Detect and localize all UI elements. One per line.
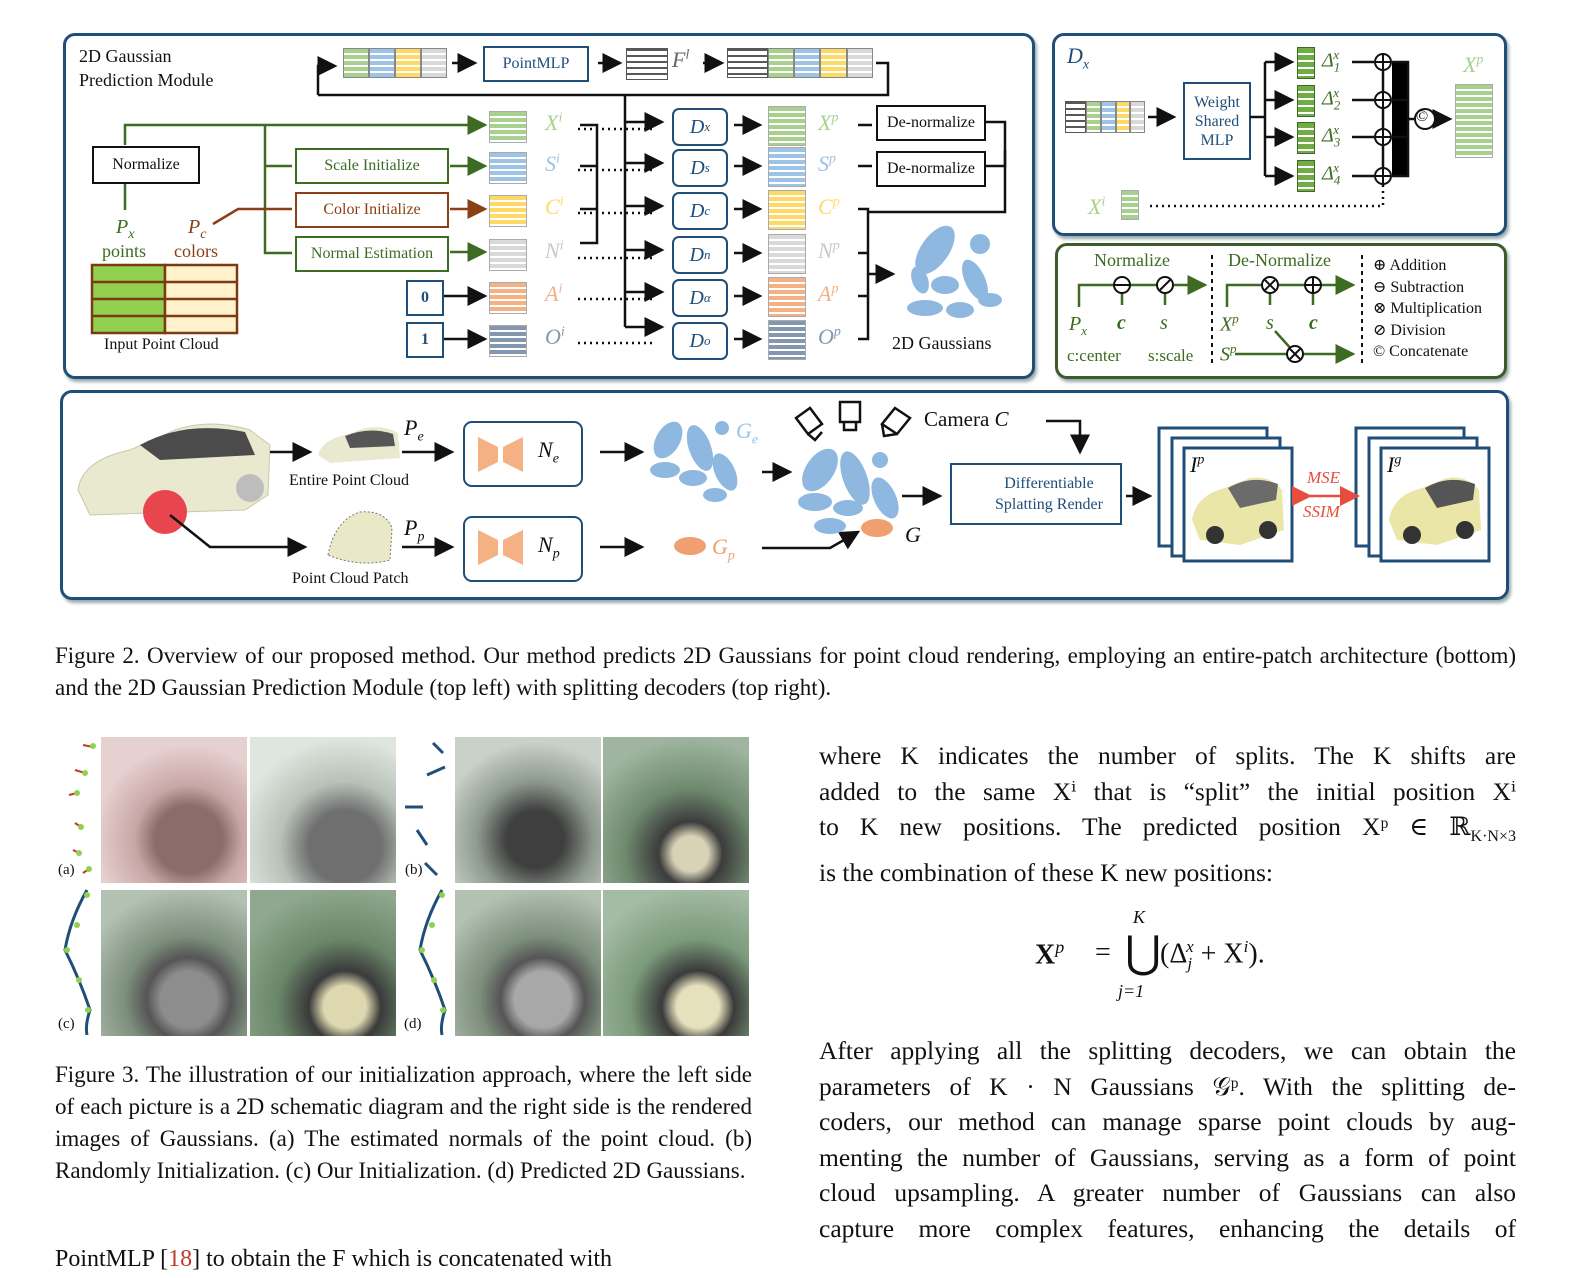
fig3-b-pointcloud-image bbox=[455, 737, 601, 883]
gaussian-p-ellipse bbox=[674, 537, 706, 555]
fig3-c-render-image bbox=[250, 890, 396, 1036]
figure-2-caption: Figure 2. Overview of our proposed metho… bbox=[55, 640, 1516, 704]
fig3-d-pointcloud-image bbox=[455, 890, 601, 1036]
entire-point-cloud-label: Entire Point Cloud bbox=[289, 472, 409, 490]
encoder-np-box bbox=[463, 516, 583, 582]
mse-label: MSE bbox=[1307, 468, 1340, 488]
pp-label: Pp bbox=[404, 515, 424, 545]
camera-label: Camera C bbox=[924, 407, 1009, 432]
differentiable-splatting-render-box: Differentiable Splatting Render bbox=[950, 463, 1122, 525]
fig3-label-c: (c) bbox=[58, 1016, 75, 1033]
ip-label: Ip bbox=[1190, 452, 1204, 478]
fig3-c-pointcloud-image bbox=[101, 890, 247, 1036]
encoder-ne-box bbox=[463, 421, 583, 487]
g-label: G bbox=[905, 522, 921, 548]
fig3-b-render-image bbox=[603, 737, 749, 883]
ig-label: Ig bbox=[1387, 452, 1401, 478]
small-car-point-cloud-image bbox=[318, 427, 400, 463]
pe-label: Pe bbox=[404, 415, 424, 445]
ge-label: Ge bbox=[736, 418, 758, 448]
ssim-label: SSIM bbox=[1303, 502, 1340, 522]
fig3-label-b: (b) bbox=[405, 862, 423, 879]
point-cloud-patch-label: Point Cloud Patch bbox=[292, 570, 408, 588]
fig3-a-pointcloud-image bbox=[101, 737, 247, 883]
encoder-np-label: Np bbox=[538, 532, 560, 562]
camera-icons bbox=[796, 402, 910, 440]
equation-xp: Xp = ⋃ K j=1 (Δjx + Xi). bbox=[1035, 905, 1315, 1005]
fig3-a-render-image bbox=[250, 737, 396, 883]
point-cloud-patch-image bbox=[328, 512, 392, 563]
fig3-label-a: (a) bbox=[58, 862, 75, 879]
gaussians-combined-ellipses bbox=[795, 442, 905, 534]
gaussians-e-ellipses bbox=[648, 417, 743, 502]
right-column-paragraph-1: where K indicates the number of splits. … bbox=[819, 738, 1516, 890]
architecture-connectors bbox=[0, 0, 1593, 620]
fig3-label-d: (d) bbox=[404, 1016, 422, 1033]
gp-label: Gp bbox=[712, 534, 735, 564]
right-column-paragraph-2: After applying all the splitting decoder… bbox=[819, 1033, 1516, 1246]
encoder-ne-label: Ne bbox=[538, 437, 559, 467]
figure-3-caption: Figure 3. The illustration of our initia… bbox=[55, 1059, 752, 1187]
fig3-d-render-image bbox=[603, 890, 749, 1036]
left-column-cutoff-line: PointMLP [18] to obtain the F which is c… bbox=[55, 1242, 752, 1278]
citation-link[interactable]: 18 bbox=[168, 1246, 192, 1272]
